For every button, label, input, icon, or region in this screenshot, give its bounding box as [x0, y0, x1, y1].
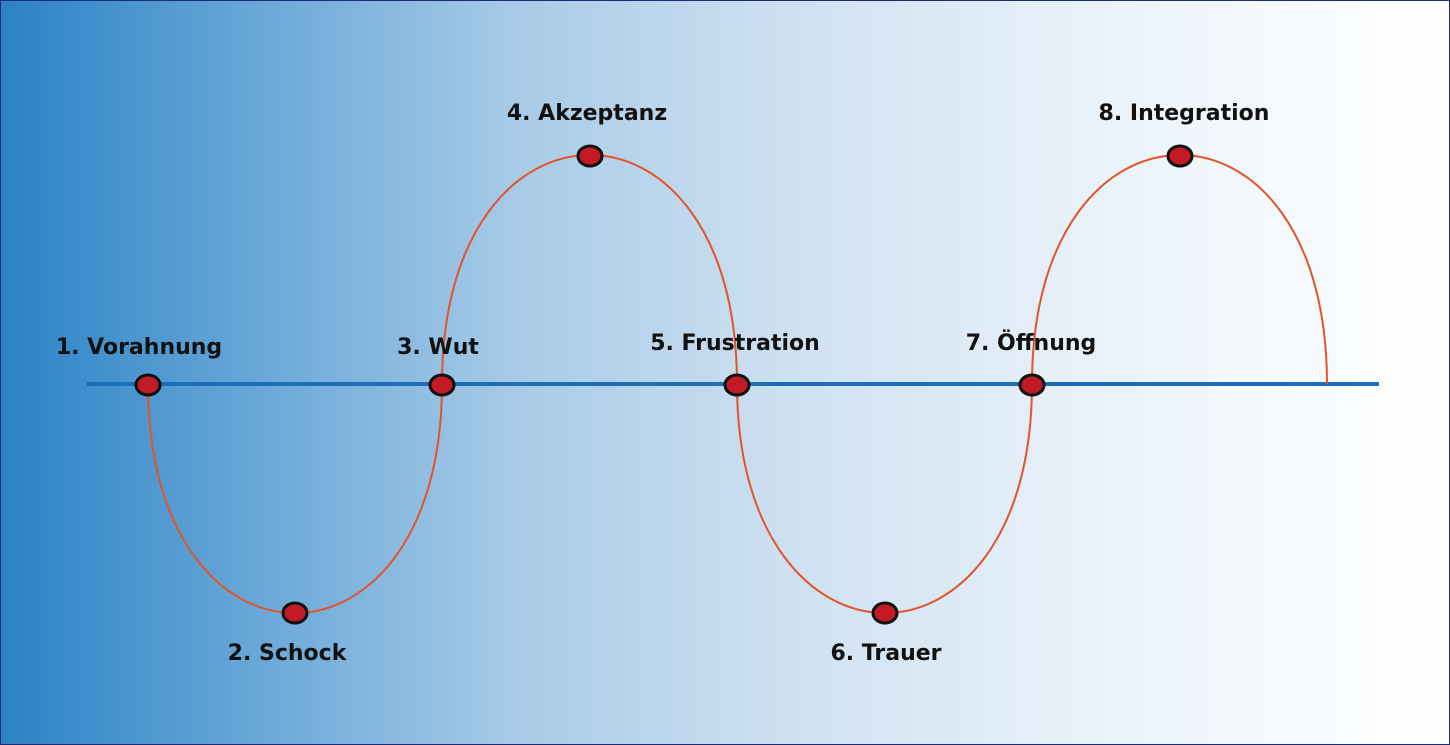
stage-marker-wut — [428, 373, 456, 397]
stage-marker-schock — [281, 601, 309, 625]
stage-label-wut: 3. Wut — [397, 335, 479, 360]
stage-label-akzeptanz: 4. Akzeptanz — [506, 101, 668, 126]
stage-marker-oeffnung — [1018, 373, 1046, 397]
stage-label-oeffnung: 7. Öffnung — [965, 331, 1097, 356]
stage-markers — [134, 144, 1194, 625]
stage-marker-akzeptanz — [576, 144, 604, 168]
stage-label-vorahnung: 1. Vorahnung — [55, 335, 223, 360]
stage-marker-integration — [1166, 144, 1194, 168]
stage-label-frustration: 5. Frustration — [650, 331, 820, 356]
stage-marker-trauer — [871, 601, 899, 625]
stage-label-schock: 2. Schock — [227, 641, 347, 666]
stage-marker-vorahnung — [134, 373, 162, 397]
stage-label-trauer: 6. Trauer — [830, 641, 942, 666]
stage-label-integration: 8. Integration — [1098, 101, 1270, 126]
stage-marker-frustration — [723, 373, 751, 397]
